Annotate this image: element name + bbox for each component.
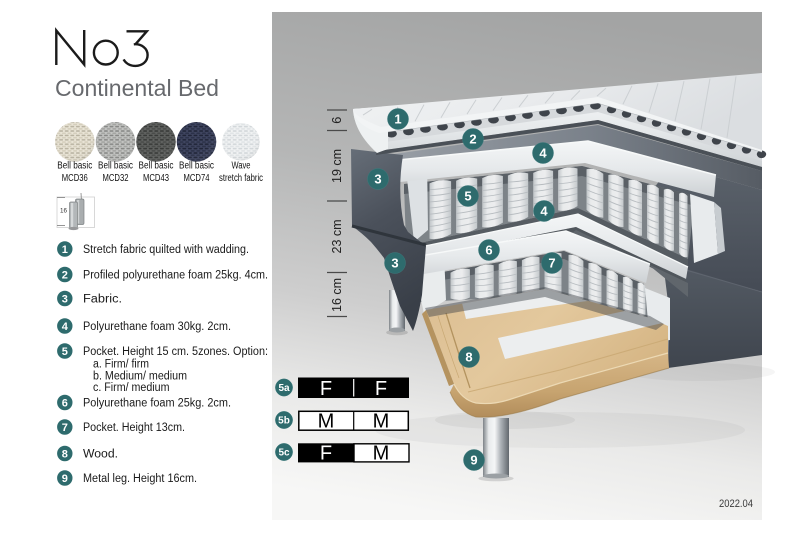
svg-text:9: 9	[62, 473, 68, 485]
svg-text:Stretch fabric quilted with wa: Stretch fabric quilted with wadding.	[83, 244, 249, 256]
svg-text:Pocket. Height 15 cm. 5zones.: Pocket. Height 15 cm. 5zones. Option:	[83, 346, 268, 358]
svg-text:7: 7	[548, 256, 555, 271]
svg-text:6: 6	[330, 117, 344, 124]
svg-text:2: 2	[469, 132, 476, 147]
svg-text:c. Firm/ medium: c. Firm/ medium	[93, 382, 170, 394]
svg-text:Bell basic: Bell basic	[57, 161, 92, 172]
svg-text:8: 8	[62, 449, 68, 461]
svg-text:4: 4	[540, 204, 548, 219]
svg-text:4: 4	[539, 146, 547, 161]
svg-text:MCD43: MCD43	[143, 173, 169, 184]
svg-text:b. Medium/ medium: b. Medium/ medium	[93, 371, 187, 383]
svg-text:2: 2	[62, 270, 68, 282]
svg-text:Wood.: Wood.	[83, 449, 118, 461]
svg-text:F: F	[375, 378, 387, 400]
svg-text:5: 5	[62, 346, 68, 358]
svg-text:Profiled polyurethane foam 25k: Profiled polyurethane foam 25kg. 4cm.	[83, 270, 268, 282]
svg-text:8: 8	[465, 350, 472, 365]
svg-text:Continental Bed: Continental Bed	[55, 75, 219, 101]
svg-text:19 cm: 19 cm	[330, 149, 344, 183]
svg-text:F: F	[320, 378, 332, 400]
svg-text:6: 6	[485, 243, 492, 258]
svg-text:5b: 5b	[278, 416, 290, 427]
svg-text:3: 3	[391, 256, 398, 271]
svg-text:9: 9	[470, 453, 477, 468]
svg-text:Wave: Wave	[232, 161, 251, 172]
svg-text:5: 5	[464, 189, 471, 204]
svg-text:a. Firm/ firm: a. Firm/ firm	[93, 359, 149, 371]
svg-text:16: 16	[60, 208, 67, 215]
svg-text:Polyurethane foam 30kg. 2cm.: Polyurethane foam 30kg. 2cm.	[83, 321, 231, 333]
svg-text:2022.04: 2022.04	[719, 498, 753, 510]
svg-text:6: 6	[62, 398, 68, 410]
svg-text:23 cm: 23 cm	[330, 220, 344, 254]
svg-text:Fabric.: Fabric.	[83, 294, 122, 306]
svg-text:Bell basic: Bell basic	[139, 161, 174, 172]
svg-text:M: M	[373, 443, 390, 465]
svg-text:1: 1	[394, 112, 401, 127]
svg-text:M: M	[318, 411, 335, 433]
svg-text:MCD74: MCD74	[184, 173, 210, 184]
svg-text:1: 1	[62, 244, 68, 256]
svg-text:5c: 5c	[278, 448, 290, 459]
svg-text:Metal leg. Height 16cm.: Metal leg. Height 16cm.	[83, 473, 197, 485]
svg-text:F: F	[320, 443, 332, 465]
svg-text:stretch fabric: stretch fabric	[219, 173, 263, 184]
svg-text:3: 3	[374, 172, 381, 187]
svg-text:7: 7	[62, 422, 68, 434]
svg-text:MCD36: MCD36	[62, 173, 88, 184]
svg-text:3: 3	[62, 294, 68, 306]
svg-text:Polyurethane foam 25kg. 2cm.: Polyurethane foam 25kg. 2cm.	[83, 398, 231, 410]
svg-text:Bell basic: Bell basic	[179, 161, 214, 172]
svg-text:MCD32: MCD32	[103, 173, 129, 184]
svg-text:Bell basic: Bell basic	[98, 161, 133, 172]
svg-text:M: M	[373, 411, 390, 433]
svg-text:5a: 5a	[278, 383, 290, 394]
svg-text:4: 4	[62, 321, 69, 333]
svg-text:Pocket. Height 13cm.: Pocket. Height 13cm.	[83, 422, 185, 434]
svg-text:16 cm: 16 cm	[330, 278, 344, 312]
